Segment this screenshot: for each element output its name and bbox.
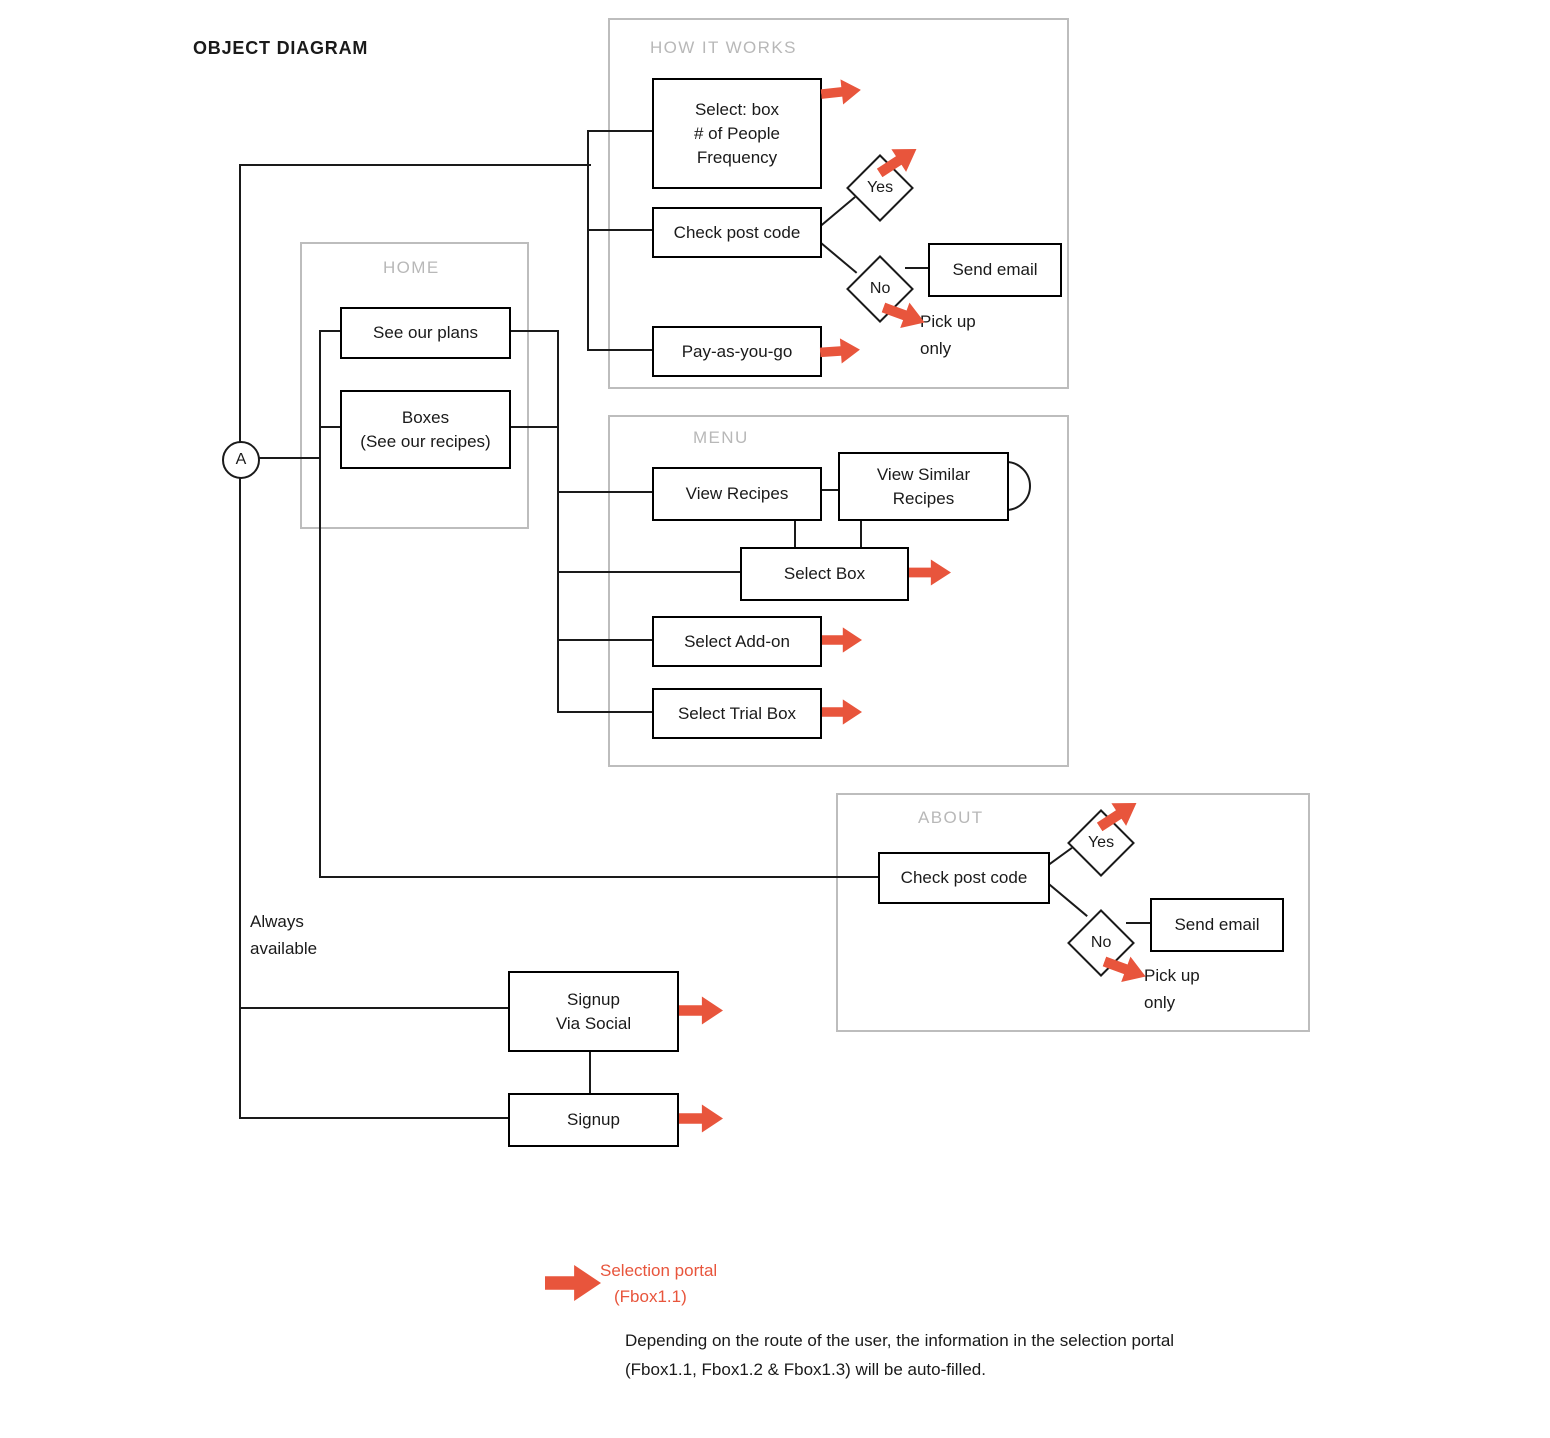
pick-up-only-about-label: Pick up only	[1144, 966, 1200, 1012]
connector-line	[794, 517, 796, 547]
connector-a: A	[222, 441, 260, 479]
section-about	[836, 793, 1310, 1032]
connector-line	[587, 229, 652, 231]
legend-sublabel: (Fbox1.1)	[614, 1287, 687, 1306]
node-send-email-about: Send email	[1150, 898, 1284, 952]
connector-line	[587, 130, 589, 351]
connector-line	[319, 330, 340, 332]
node-check-post-code-about: Check post code	[878, 852, 1050, 904]
connector-line	[557, 571, 740, 573]
decision-no-hiw-label: No	[869, 279, 891, 297]
node-view-similar-recipes: View Similar Recipes	[838, 452, 1009, 521]
decision-yes-about-label: Yes	[1087, 833, 1115, 851]
section-home	[300, 242, 529, 529]
node-select-trial-box: Select Trial Box	[652, 688, 822, 739]
node-check-post-code-hiw: Check post code	[652, 207, 822, 258]
footnote: Depending on the route of the user, the …	[625, 1331, 1175, 1379]
connector-line	[557, 330, 559, 713]
connector-line	[860, 517, 862, 547]
node-signup: Signup	[508, 1093, 679, 1147]
connector-line	[239, 1007, 508, 1009]
connector-line	[239, 1117, 508, 1119]
connector-line	[557, 711, 652, 713]
connector-line	[319, 426, 340, 428]
node-see-our-plans: See our plans	[340, 307, 511, 359]
selection-portal-arrow-icon	[679, 996, 723, 1025]
node-signup-via-social: Signup Via Social	[508, 971, 679, 1052]
node-pay-as-you-go: Pay-as-you-go	[652, 326, 822, 377]
connector-line	[557, 491, 652, 493]
section-how-it-works	[608, 18, 1069, 389]
connector-line	[319, 876, 878, 878]
decision-yes-hiw-label: Yes	[866, 178, 894, 196]
node-boxes: Boxes (See our recipes)	[340, 390, 511, 469]
node-send-email-hiw: Send email	[928, 243, 1062, 297]
section-menu	[608, 415, 1069, 767]
connector-line	[587, 130, 652, 132]
connector-line	[905, 267, 928, 269]
connector-line	[557, 639, 652, 641]
legend-label: Selection portal	[600, 1261, 718, 1280]
connector-line	[589, 1048, 591, 1093]
always-available-label: Always available	[250, 912, 318, 958]
legend-selection-portal-arrow-icon	[545, 1265, 601, 1301]
section-how-it-works-label: HOW IT WORKS	[650, 38, 797, 57]
connector-line	[239, 164, 241, 1118]
connector-line	[256, 457, 321, 459]
node-select-add-on: Select Add-on	[652, 616, 822, 667]
node-select-box-detail: Select: box # of People Frequency	[652, 78, 822, 189]
connector-line	[587, 349, 652, 351]
page-title: OBJECT DIAGRAM	[193, 38, 369, 58]
connector-line	[818, 489, 838, 491]
node-select-box: Select Box	[740, 547, 909, 601]
selection-portal-arrow-icon	[679, 1104, 723, 1133]
section-about-label: ABOUT	[918, 808, 984, 827]
section-home-label: HOME	[383, 258, 440, 277]
connector-line	[507, 330, 559, 332]
section-menu-label: MENU	[693, 428, 749, 447]
connector-line	[507, 426, 559, 428]
decision-no-about-label: No	[1090, 933, 1112, 951]
connector-line	[239, 164, 591, 166]
node-view-recipes: View Recipes	[652, 467, 822, 521]
connector-line	[319, 330, 321, 878]
connector-line	[1126, 922, 1150, 924]
pick-up-only-hiw-label: Pick up only	[920, 312, 976, 358]
